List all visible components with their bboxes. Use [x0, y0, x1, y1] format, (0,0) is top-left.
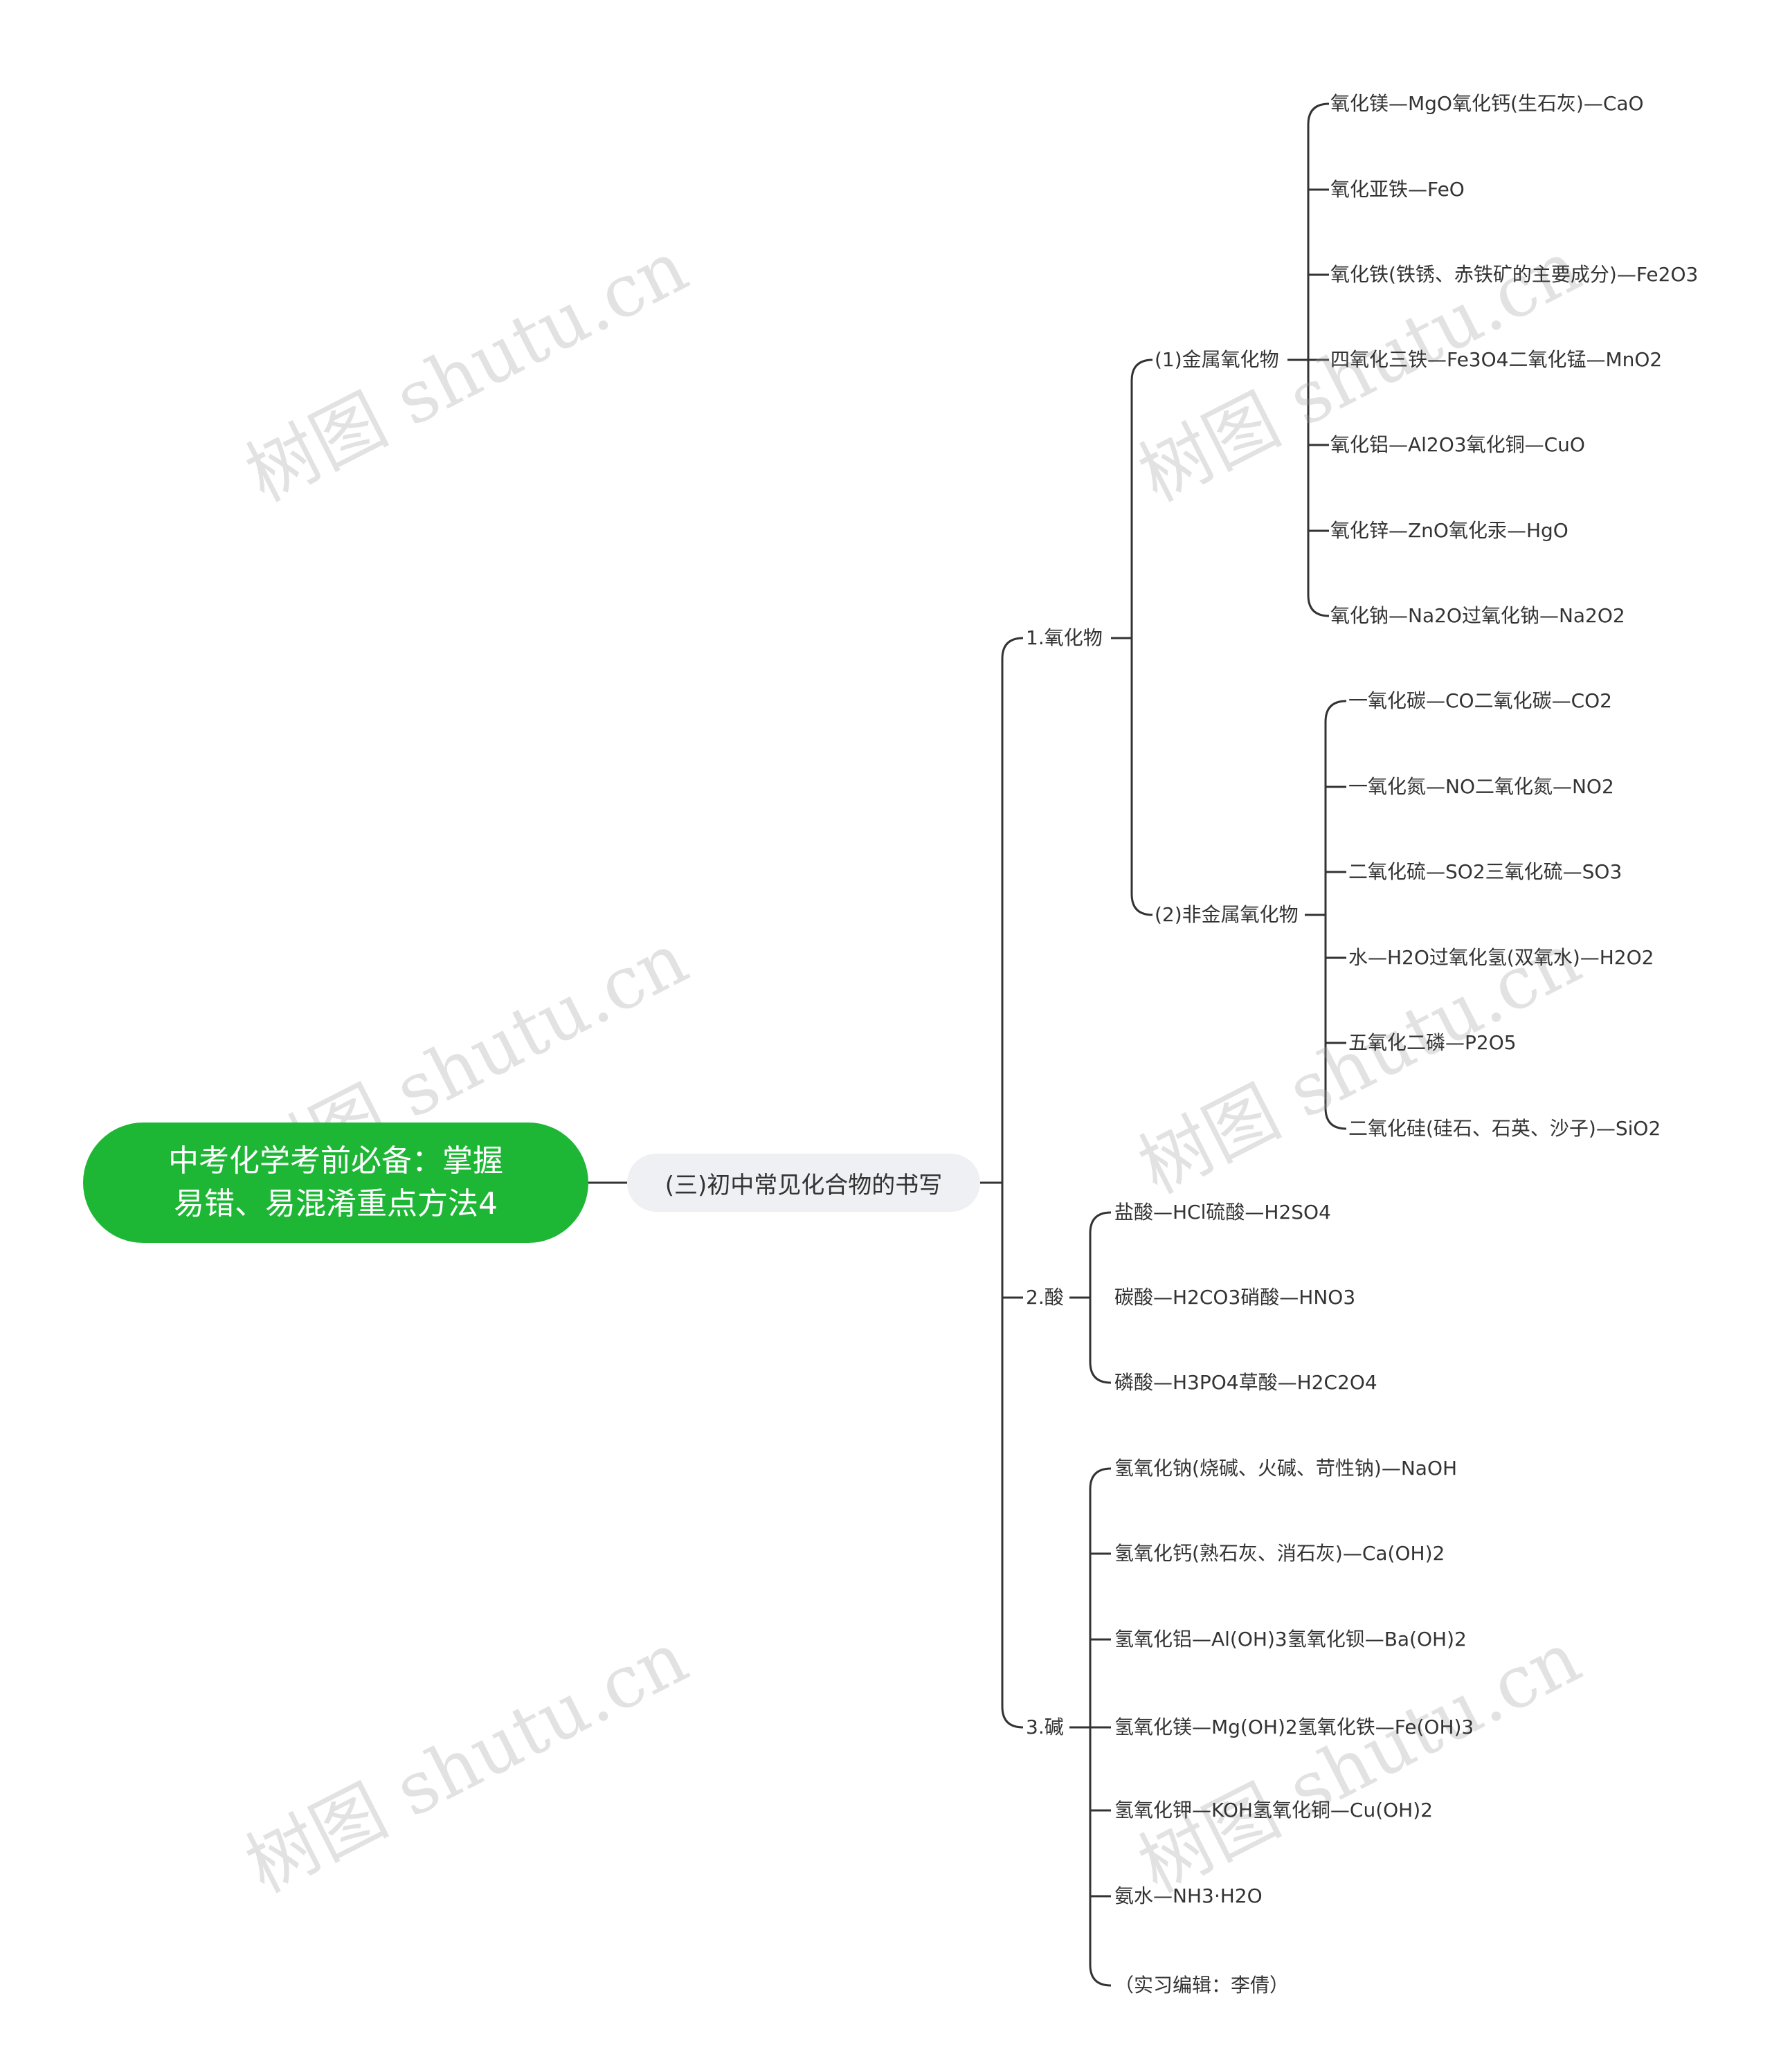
metal-oxide-item[interactable]: 氧化镁—MgO氧化钙(生石灰)—CaO [1330, 92, 1644, 115]
nonmetal-oxides-node[interactable]: (2)非金属氧化物 [1155, 903, 1299, 926]
metal-oxide-item[interactable]: 氧化铝—Al2O3氧化铜—CuO [1330, 433, 1585, 456]
root-title-line2: 易错、易混淆重点方法4 [174, 1186, 498, 1221]
metal-oxide-item[interactable]: 氧化锌—ZnO氧化汞—HgO [1330, 519, 1568, 542]
base-item[interactable]: 氢氧化镁—Mg(OH)2氢氧化铁—Fe(OH)3 [1114, 1716, 1474, 1738]
root-title-line1: 中考化学考前必备：掌握 [168, 1143, 503, 1179]
nonmetal-oxide-item[interactable]: 二氧化硫—SO2三氧化硫—SO3 [1348, 860, 1622, 883]
nonmetal-oxide-item[interactable]: 水—H2O过氧化氢(双氧水)—H2O2 [1348, 946, 1654, 969]
base-item[interactable]: 氢氧化钠(烧碱、火碱、苛性钠)—NaOH [1114, 1457, 1458, 1480]
metal-oxide-item[interactable]: 氧化亚铁—FeO [1330, 178, 1465, 201]
metal-oxide-item[interactable]: 氧化铁(铁锈、赤铁矿的主要成分)—Fe2O3 [1330, 263, 1699, 286]
acid-item[interactable]: 磷酸—H3PO4草酸—H2C2O4 [1114, 1371, 1377, 1394]
nonmetal-oxide-item[interactable]: 一氧化碳—CO二氧化碳—CO2 [1348, 689, 1612, 712]
acids-node[interactable]: 2.酸 [1026, 1286, 1064, 1309]
base-item[interactable]: 氢氧化铝—Al(OH)3氢氧化钡—Ba(OH)2 [1114, 1628, 1467, 1651]
acid-item[interactable]: 盐酸—HCl硫酸—H2SO4 [1114, 1201, 1331, 1224]
base-item[interactable]: 氢氧化钙(熟石灰、消石灰)—Ca(OH)2 [1114, 1542, 1445, 1565]
metal-oxide-item[interactable]: 氧化钠—Na2O过氧化钠—Na2O2 [1330, 604, 1625, 627]
subtopic-label: (三)初中常见化合物的书写 [664, 1171, 943, 1199]
editor-note: （实习编辑：李倩） [1114, 1974, 1290, 1997]
nonmetal-oxide-item[interactable]: 一氧化氮—NO二氧化氮—NO2 [1348, 775, 1614, 798]
acid-item[interactable]: 碳酸—H2CO3硝酸—HNO3 [1114, 1286, 1356, 1309]
metal-oxide-item[interactable]: 四氧化三铁—Fe3O4二氧化锰—MnO2 [1330, 348, 1663, 371]
nonmetal-oxide-item[interactable]: 二氧化硅(硅石、石英、沙子)—SiO2 [1348, 1117, 1661, 1140]
oxides-node[interactable]: 1.氧化物 [1026, 626, 1103, 649]
base-item[interactable]: 氢氧化钾—KOH氢氧化铜—Cu(OH)2 [1114, 1799, 1433, 1821]
metal-oxides-node[interactable]: (1)金属氧化物 [1155, 348, 1279, 371]
bases-node[interactable]: 3.碱 [1026, 1716, 1064, 1738]
nonmetal-oxide-item[interactable]: 五氧化二磷—P2O5 [1348, 1031, 1517, 1054]
root-node[interactable]: 中考化学考前必备：掌握 易错、易混淆重点方法4 [83, 1123, 588, 1243]
base-item[interactable]: 氨水—NH3·H2O [1114, 1884, 1263, 1907]
subtopic-node[interactable]: (三)初中常见化合物的书写 [627, 1154, 980, 1212]
